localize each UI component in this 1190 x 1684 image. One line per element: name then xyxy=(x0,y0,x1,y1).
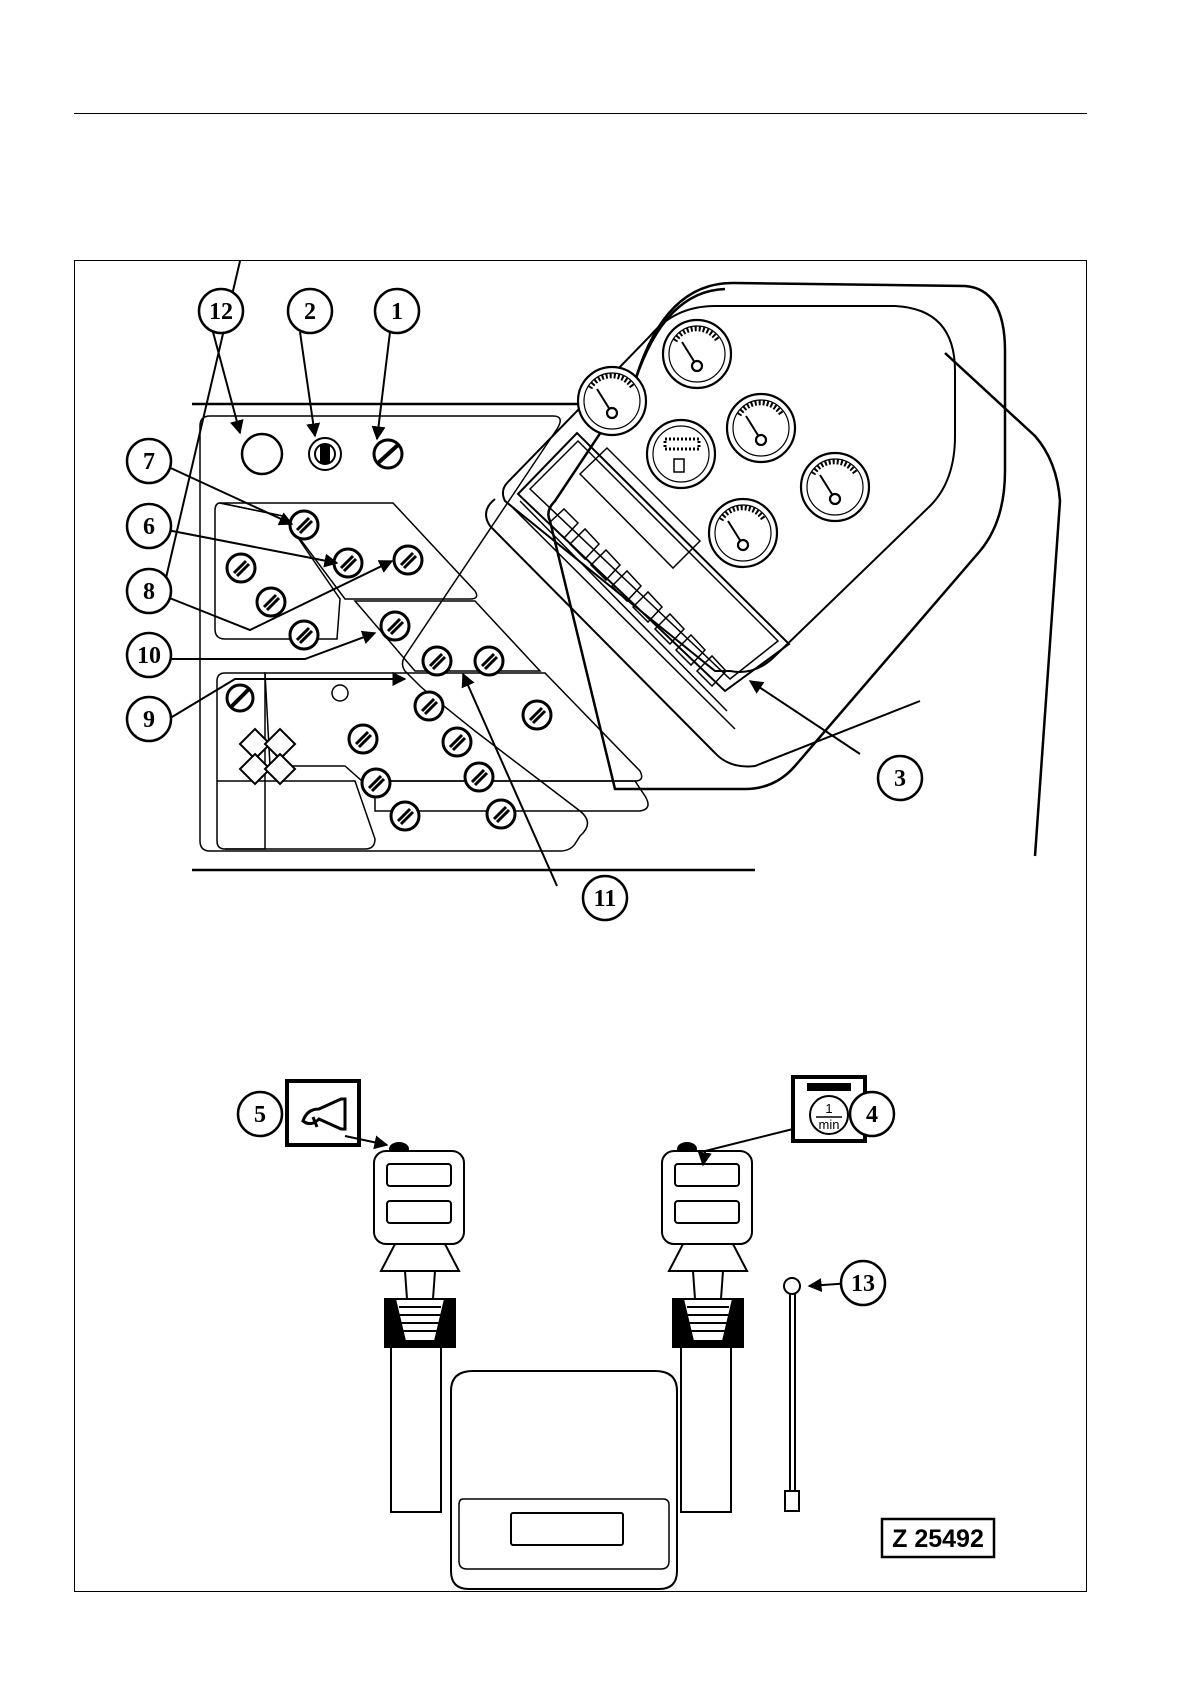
figure-code-label: Z 25492 xyxy=(892,1525,984,1553)
figure-frame: 1 min 12 2 1 7 6 8 10 9 11 3 5 4 13 Z 25492 xyxy=(74,260,1087,1592)
rocker-switch-17 xyxy=(523,701,551,729)
callout-11: 11 xyxy=(583,876,627,920)
rocker-switch-6 xyxy=(290,621,318,649)
callout-label-3: 3 xyxy=(894,766,906,792)
operator-seat xyxy=(451,1371,677,1589)
rocker-switch-10 xyxy=(415,692,443,720)
gauge-4 xyxy=(727,394,795,462)
callout-6: 6 xyxy=(127,504,171,548)
rocker-switch-3 xyxy=(394,546,422,574)
emergency-stop-button xyxy=(242,434,282,474)
rpm-label-bottom: min xyxy=(819,1117,840,1132)
rocker-switch-1 xyxy=(290,511,318,539)
top-controls xyxy=(242,434,402,474)
ignition-switch xyxy=(309,438,341,470)
travel-joystick-pad xyxy=(227,685,348,784)
gauge-6 xyxy=(801,453,869,521)
gauge-3 xyxy=(647,420,715,488)
rocker-switch-11 xyxy=(349,725,377,753)
callout-7: 7 xyxy=(127,439,171,483)
rocker-switch-4 xyxy=(227,554,255,582)
lever-13 xyxy=(784,1278,800,1511)
rocker-switch-13 xyxy=(391,802,419,830)
rpm-label-top: 1 xyxy=(825,1101,832,1116)
gauge-2 xyxy=(663,320,731,388)
rocker-switch-12 xyxy=(362,769,390,797)
callout-label-12: 12 xyxy=(209,299,233,325)
callout-label-5: 5 xyxy=(254,1102,266,1128)
gauge-1 xyxy=(578,367,646,435)
callout-3: 3 xyxy=(878,756,922,800)
callout-8: 8 xyxy=(127,569,171,613)
callout-2: 2 xyxy=(288,289,332,333)
callout-label-10: 10 xyxy=(137,643,161,669)
callout-label-4: 4 xyxy=(866,1102,878,1128)
callout-10: 10 xyxy=(127,633,171,677)
control-panel-diagram: 1 min 12 2 1 7 6 8 10 9 11 3 5 4 13 Z 25492 xyxy=(75,261,1085,1591)
gauge-5 xyxy=(709,499,777,567)
callout-label-8: 8 xyxy=(143,579,155,605)
callout-label-13: 13 xyxy=(851,1271,875,1297)
rocker-switch-5 xyxy=(257,588,285,616)
header-rule xyxy=(74,113,1087,114)
instrument-gauges xyxy=(578,320,869,567)
callout-13: 13 xyxy=(841,1261,885,1305)
rocker-switch-2 xyxy=(334,549,362,577)
callout-5: 5 xyxy=(238,1092,282,1136)
callout-label-7: 7 xyxy=(143,449,155,475)
callout-label-1: 1 xyxy=(391,299,403,325)
rocker-switch-16 xyxy=(487,800,515,828)
callout-label-9: 9 xyxy=(143,707,155,733)
rocker-switch-9 xyxy=(475,647,503,675)
rocker-switch-15 xyxy=(465,763,493,791)
callout-label-11: 11 xyxy=(594,886,617,912)
horn-symbol xyxy=(287,1081,359,1145)
lighting-switch xyxy=(374,440,402,468)
figure-code: Z 25492 xyxy=(882,1519,994,1557)
callout-1: 1 xyxy=(375,289,419,333)
callout-12: 12 xyxy=(199,289,243,333)
callout-9: 9 xyxy=(127,697,171,741)
callout-label-6: 6 xyxy=(143,514,155,540)
rocker-switch-7 xyxy=(381,612,409,640)
rocker-switch-8 xyxy=(423,647,451,675)
callout-label-2: 2 xyxy=(304,299,316,325)
rocker-switch-14 xyxy=(443,728,471,756)
callout-leaders xyxy=(162,261,860,886)
callout-4: 4 xyxy=(850,1092,894,1136)
